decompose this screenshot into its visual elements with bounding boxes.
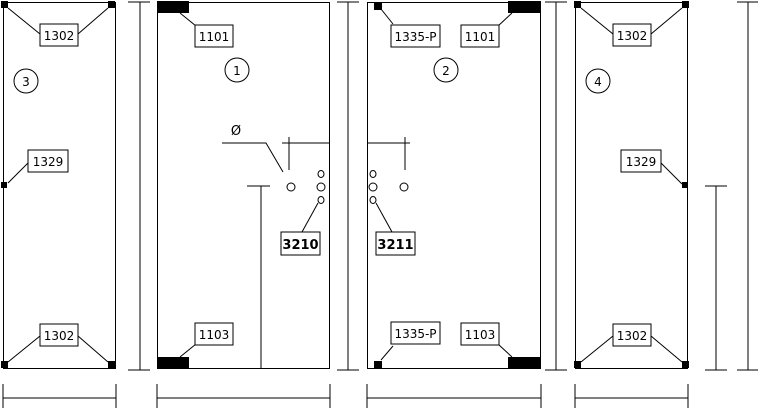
- panel-number-2: 2: [442, 64, 450, 78]
- part-label-1302-bottom: 1302: [44, 329, 75, 343]
- panel-number-1: 1: [233, 64, 241, 78]
- label-box: [194, 24, 234, 48]
- label-box: [375, 231, 416, 256]
- panel-3: 1302 1329 1302 3: [1, 1, 117, 408]
- handle-hole: [286, 182, 296, 192]
- part-label-3210: 3210: [282, 238, 318, 253]
- label-box: [390, 321, 441, 345]
- bottom-right-patch-fitting: [508, 357, 541, 369]
- part-label-1302-bottom: 1302: [617, 329, 648, 343]
- panel-2: 1335-P 1101 1335-P 1103 2 3211: [366, 1, 542, 408]
- corner-patch-bottom-right: [682, 361, 689, 368]
- label-box: [39, 23, 79, 47]
- top-patch-fitting: [157, 1, 189, 13]
- part-label-1101: 1101: [199, 30, 230, 44]
- panel-number-circle: [585, 68, 611, 94]
- side-clamp-left: [1, 182, 7, 188]
- corner-patch-bottom-left: [574, 361, 581, 368]
- diameter-symbol: Ø: [231, 124, 241, 139]
- panel-1: 1101 1103 1 Ø 3210: [156, 1, 331, 408]
- panel-2-outline: [367, 2, 541, 369]
- height-dimension-left: [128, 1, 150, 371]
- corner-patch-top-left: [1, 1, 8, 8]
- panel-4-outline: [575, 2, 688, 369]
- corner-patch-bottom-left: [1, 361, 8, 368]
- label-box: [27, 149, 69, 173]
- label-box: [460, 322, 500, 346]
- part-label-1335-p-bottom: 1335-P: [394, 327, 436, 341]
- height-dimension-clamp: [705, 185, 727, 371]
- corner-patch-top-right: [682, 1, 689, 8]
- lock-hole-bottom: [317, 196, 325, 204]
- label-box: [39, 323, 79, 347]
- handle-hole: [399, 182, 409, 192]
- label-box: [194, 322, 234, 346]
- diameter-leader: [222, 142, 284, 173]
- label-box: [460, 24, 500, 48]
- label-box: [620, 149, 662, 173]
- part-label-1103: 1103: [199, 328, 230, 342]
- part-label-1329: 1329: [626, 155, 657, 169]
- panel-number-4: 4: [594, 75, 602, 89]
- part-label-3211: 3211: [377, 238, 413, 253]
- label-box: [612, 323, 652, 347]
- part-label-1103: 1103: [465, 328, 496, 342]
- side-clamp-right: [682, 182, 688, 188]
- panel-number-3: 3: [22, 75, 30, 89]
- corner-patch-bottom-right: [108, 361, 115, 368]
- label-box: [280, 231, 321, 256]
- height-dimension-right: [545, 1, 567, 371]
- corner-patch-top-left: [574, 1, 581, 8]
- panel-4: 1302 1329 1302 4: [574, 1, 689, 408]
- bottom-patch-fitting: [157, 357, 189, 369]
- strike-hole-bottom: [369, 196, 377, 204]
- panel-3-outline: [3, 2, 116, 369]
- top-left-pivot: [374, 2, 382, 10]
- part-label-1302-top: 1302: [44, 29, 75, 43]
- top-right-patch-fitting: [508, 1, 541, 13]
- part-label-1335-p-top: 1335-P: [394, 30, 436, 44]
- strike-hole-middle: [368, 182, 378, 192]
- panel-number-circle: [13, 68, 39, 94]
- part-label-1101: 1101: [465, 30, 496, 44]
- height-dimension-center: [337, 1, 359, 371]
- part-label-1329: 1329: [33, 155, 64, 169]
- part-label-1302-top: 1302: [617, 29, 648, 43]
- panel-number-circle: [433, 57, 459, 83]
- panel-number-circle: [224, 57, 250, 83]
- label-box: [612, 23, 652, 47]
- lock-hole-middle: [316, 182, 326, 192]
- height-dimension-overall: [737, 1, 758, 371]
- corner-patch-top-right: [108, 1, 115, 8]
- lock-hole-top: [317, 170, 325, 178]
- strike-hole-top: [369, 170, 377, 178]
- panel-1-outline: [157, 2, 330, 369]
- bottom-left-pivot: [374, 361, 382, 369]
- label-box: [390, 24, 441, 48]
